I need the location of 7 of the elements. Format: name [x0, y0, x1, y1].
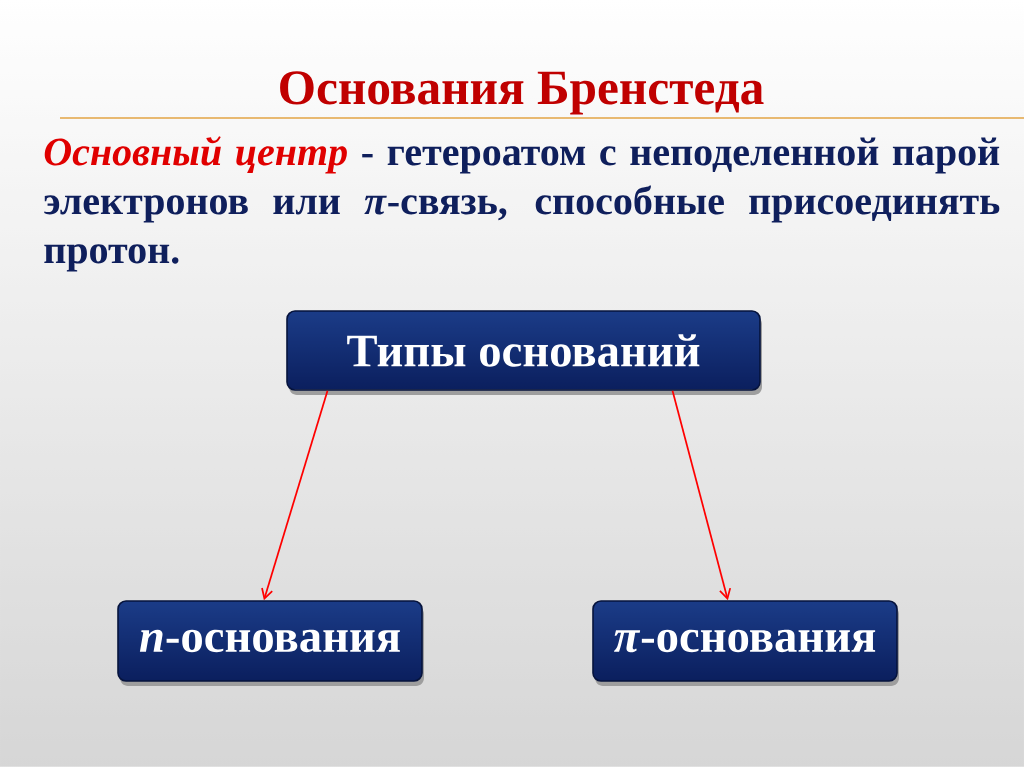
rounded-box: π-основания — [592, 600, 899, 686]
rounded-box: Типы оснований — [286, 310, 762, 395]
arrow — [261, 389, 329, 601]
definition-text: Основный центр - гетероатом с неподеленной парой электронов или π-связь, способные присоединять протон. — [44, 136, 1000, 272]
title: Основания Бренстеда — [280, 71, 764, 115]
arrow — [671, 389, 732, 601]
rounded-box: n-основания — [117, 600, 424, 686]
